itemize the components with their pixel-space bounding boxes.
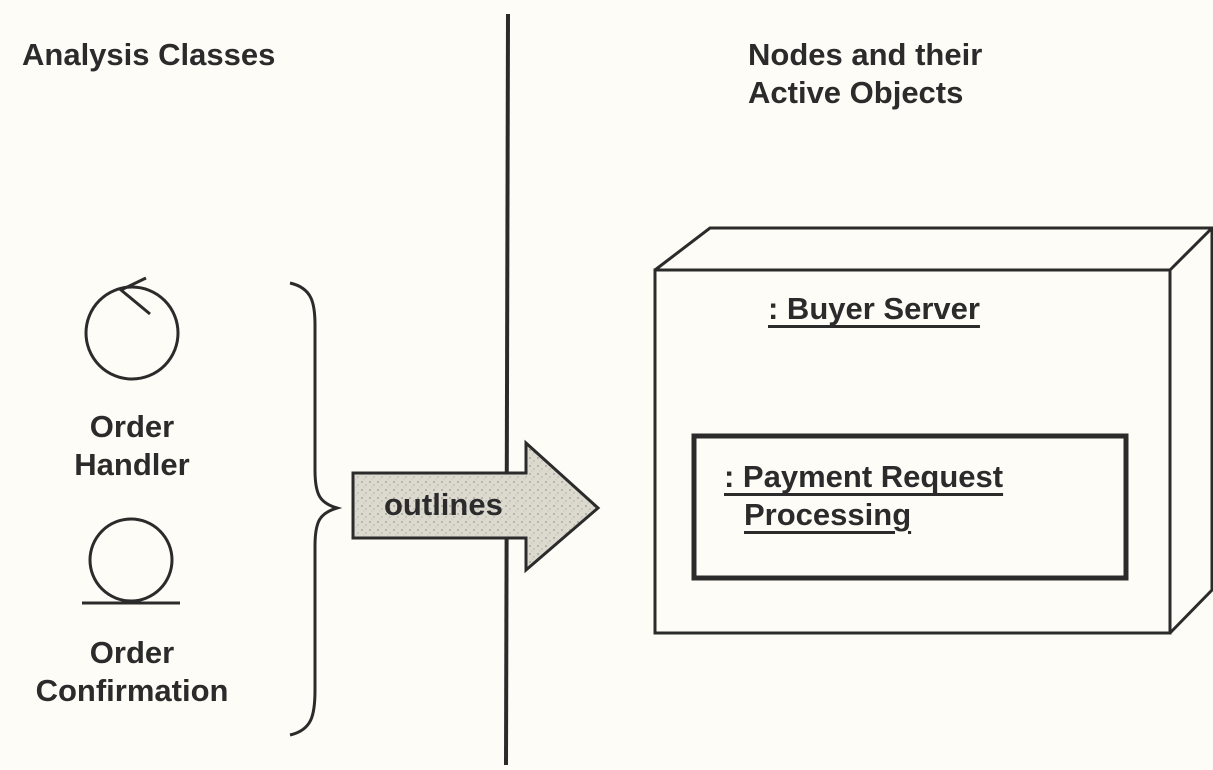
- order-handler-label: Order Handler: [32, 408, 232, 484]
- divider-line: [504, 13, 510, 766]
- active-object-name-line2: Processing: [744, 496, 912, 532]
- order-handler-label-line1: Order: [89, 409, 175, 444]
- active-object-name: : Payment Request Processing: [724, 458, 1003, 534]
- active-object-box: [691, 433, 1129, 581]
- curly-brace: [289, 281, 343, 737]
- right-heading-line2: Active Objects: [748, 74, 964, 110]
- outlines-arrow: [351, 439, 601, 574]
- order-confirmation-label: Order Confirmation: [12, 634, 252, 710]
- order-handler-label-line2: Handler: [74, 446, 190, 482]
- right-heading: Nodes and their Active Objects: [748, 36, 982, 112]
- entity-class-icon: [82, 517, 180, 605]
- arrow-label: outlines: [384, 487, 503, 522]
- order-confirmation-label-line2: Confirmation: [35, 672, 229, 708]
- order-confirmation-label-line1: Order: [89, 635, 175, 670]
- control-class-icon: [84, 276, 180, 381]
- right-heading-line1: Nodes and their: [748, 37, 983, 72]
- node-box: [653, 226, 1213, 635]
- node-name: : Buyer Server: [768, 291, 980, 326]
- left-heading: Analysis Classes: [22, 37, 276, 72]
- active-object-name-line1: : Payment Request: [724, 459, 1004, 494]
